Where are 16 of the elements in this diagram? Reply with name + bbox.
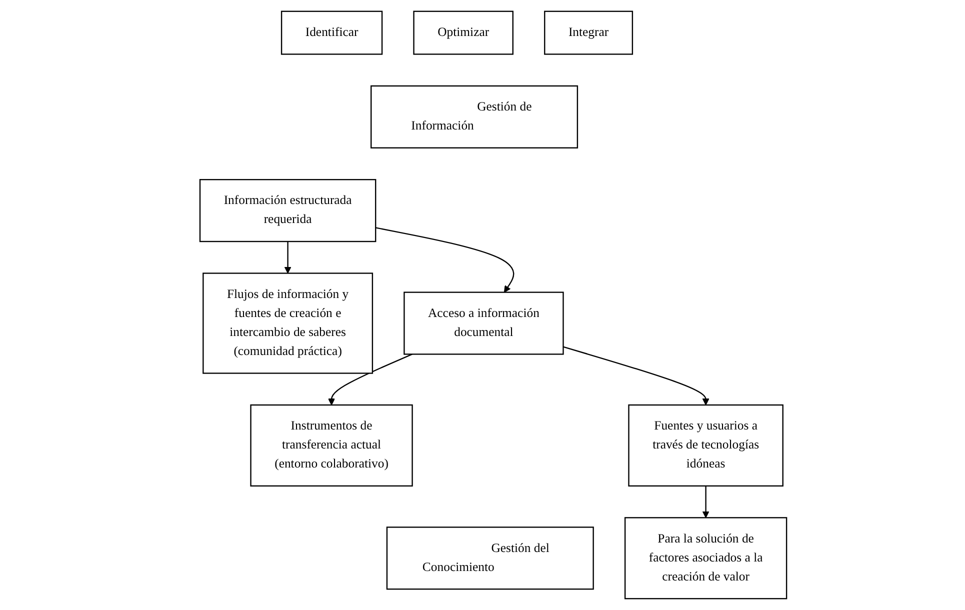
node-box: Optimizar: [412, 10, 514, 55]
arrow: [702, 486, 709, 518]
node-box: Identificar: [280, 10, 382, 55]
node-box: Acceso a información documental: [403, 292, 564, 355]
node-box: Instrumentos de transferencia actual (entorno colaborativo): [250, 404, 412, 487]
arrow: [284, 242, 291, 274]
arrow: [328, 354, 412, 406]
node-box: Información estructurada requerida: [198, 179, 376, 242]
node-box: Fuentes y usuarios a través de tecnologías idóneas: [628, 404, 783, 487]
node-box: Integrar: [544, 10, 633, 55]
node-box: Flujos de información y fuentes de creación e intercambio de saberes (comunidad práctica): [202, 272, 373, 374]
node-box: Gestión de Información: [370, 85, 578, 148]
node-box: Para la solución de factores asociados a la creación de valor: [624, 517, 787, 600]
node-box: Gestión del Conocimiento: [386, 526, 594, 590]
arrow: [562, 346, 709, 406]
arrow: [375, 227, 514, 293]
